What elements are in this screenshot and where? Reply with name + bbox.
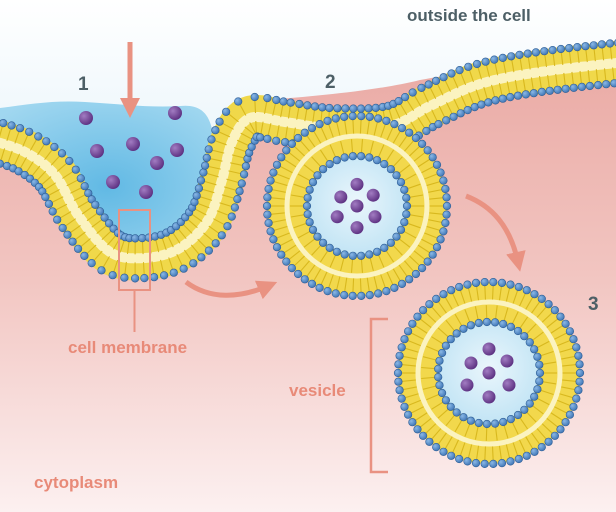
uptake-fluid — [0, 101, 214, 245]
arrow-step2-to-3 — [465, 193, 526, 272]
cell-membrane-bilayer — [0, 39, 616, 283]
step-1-label: 1 — [78, 74, 89, 95]
outside-cell-label: outside the cell — [407, 6, 531, 25]
cytoplasm-label: cytoplasm — [34, 473, 119, 492]
cell-membrane-label: cell membrane — [68, 338, 188, 357]
step-3-label: 3 — [588, 294, 599, 315]
uptake-molecules — [79, 106, 184, 199]
released-vesicle — [393, 278, 585, 469]
vesicle-bracket — [369, 317, 388, 474]
step-2-label: 2 — [325, 72, 336, 93]
arrow-step1-to-2 — [184, 279, 278, 300]
vesicle-label: vesicle — [289, 381, 346, 400]
forming-vesicle — [262, 111, 452, 301]
